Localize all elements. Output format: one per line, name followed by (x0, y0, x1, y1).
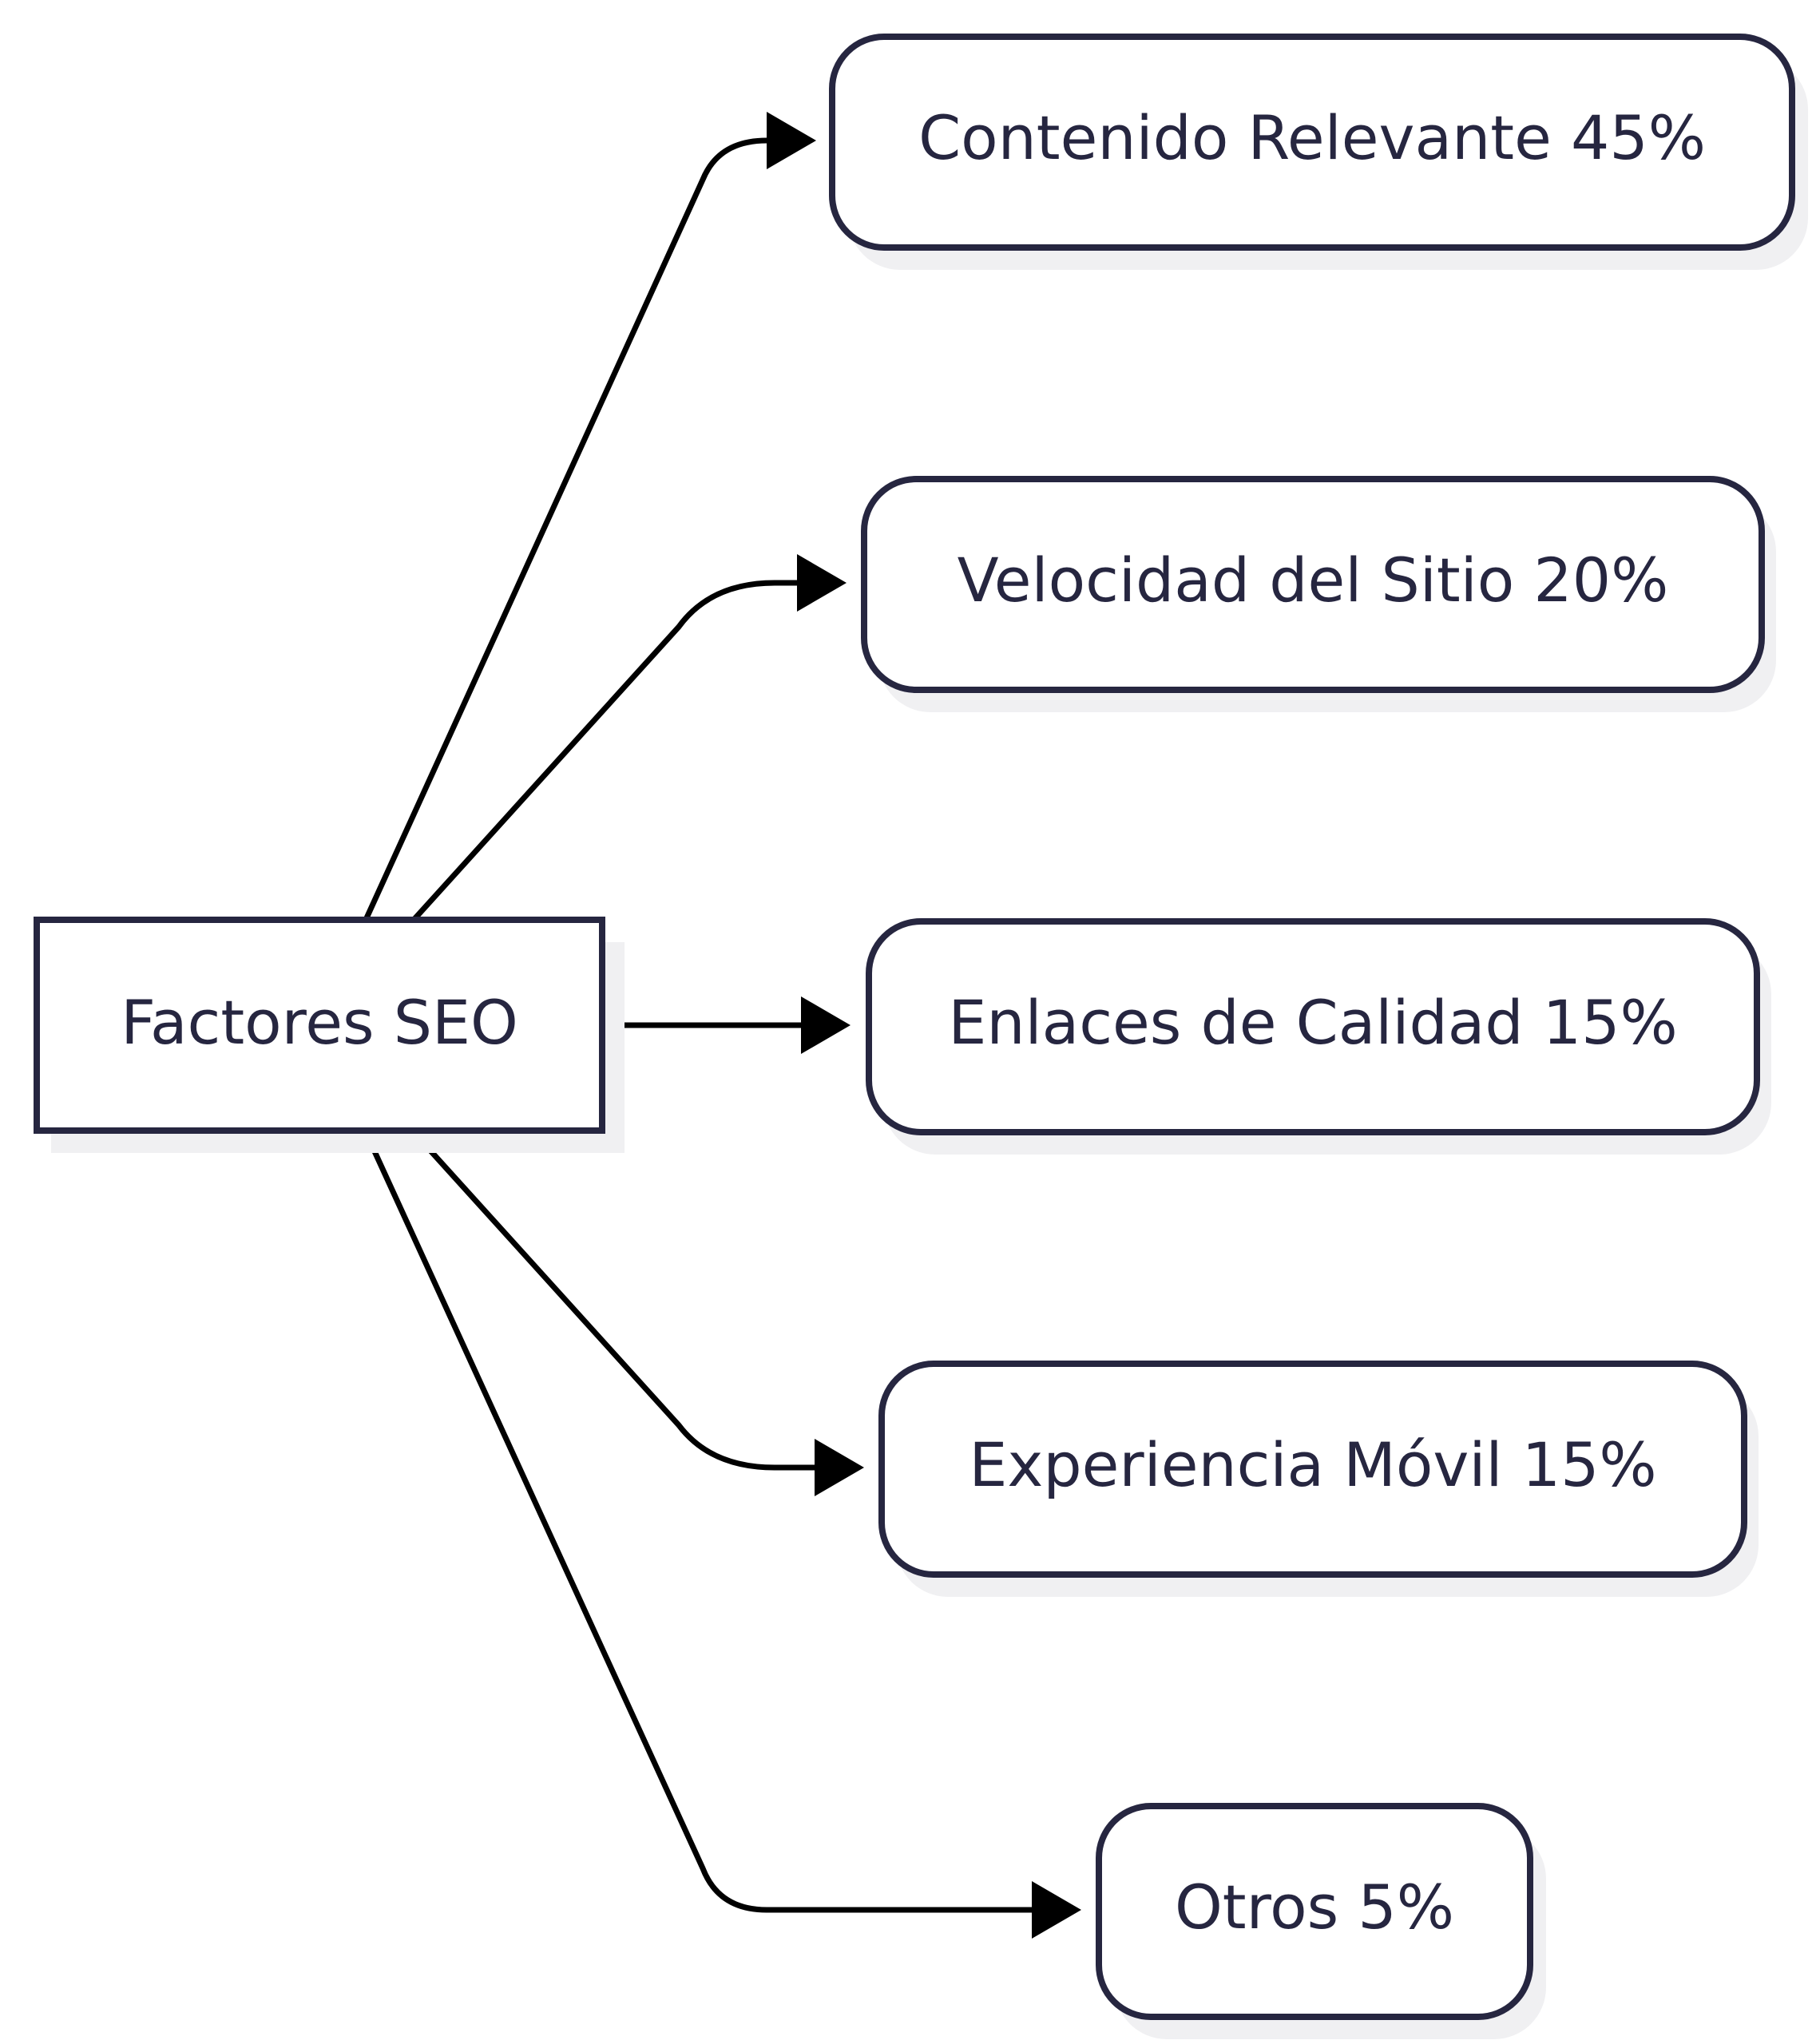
node-enlaces-box (866, 918, 1760, 1135)
node-root-box (34, 917, 605, 1134)
arrowhead-movil (815, 1439, 864, 1496)
node-otros-box (1096, 1803, 1533, 2020)
node-velocidad[interactable]: Velocidad del Sitio 20% (861, 476, 1776, 712)
node-otros[interactable]: Otros 5% (1096, 1803, 1546, 2039)
node-contenido[interactable]: Contenido Relevante 45% (829, 34, 1808, 270)
arrowhead-contenido (767, 112, 816, 169)
edge-root-to-velocidad (411, 580, 803, 922)
node-contenido-box (829, 34, 1795, 251)
node-contenido-label: Contenido Relevante 45% (918, 102, 1706, 173)
node-movil-box (878, 1361, 1747, 1578)
arrowhead-otros (1032, 1881, 1081, 1939)
node-enlaces[interactable]: Enlaces de Calidad 15% (866, 918, 1771, 1155)
node-velocidad-label: Velocidad del Sitio 20% (958, 545, 1669, 616)
edges (363, 112, 1081, 1939)
node-root[interactable]: Factores SEO (34, 917, 625, 1153)
node-enlaces-label: Enlaces de Calidad 15% (948, 987, 1677, 1058)
edge-root-to-otros (363, 1131, 1038, 1913)
node-otros-label: Otros 5% (1175, 1872, 1454, 1943)
node-movil-label: Experiencia Móvil 15% (969, 1429, 1656, 1500)
node-movil[interactable]: Experiencia Móvil 15% (878, 1361, 1759, 1597)
arrowhead-velocidad (797, 554, 847, 612)
edge-root-to-contenido (363, 137, 787, 921)
arrowhead-enlaces (801, 996, 851, 1054)
node-root-label: Factores SEO (121, 987, 518, 1058)
node-velocidad-box (861, 476, 1765, 693)
edge-root-to-movil (411, 1130, 819, 1471)
